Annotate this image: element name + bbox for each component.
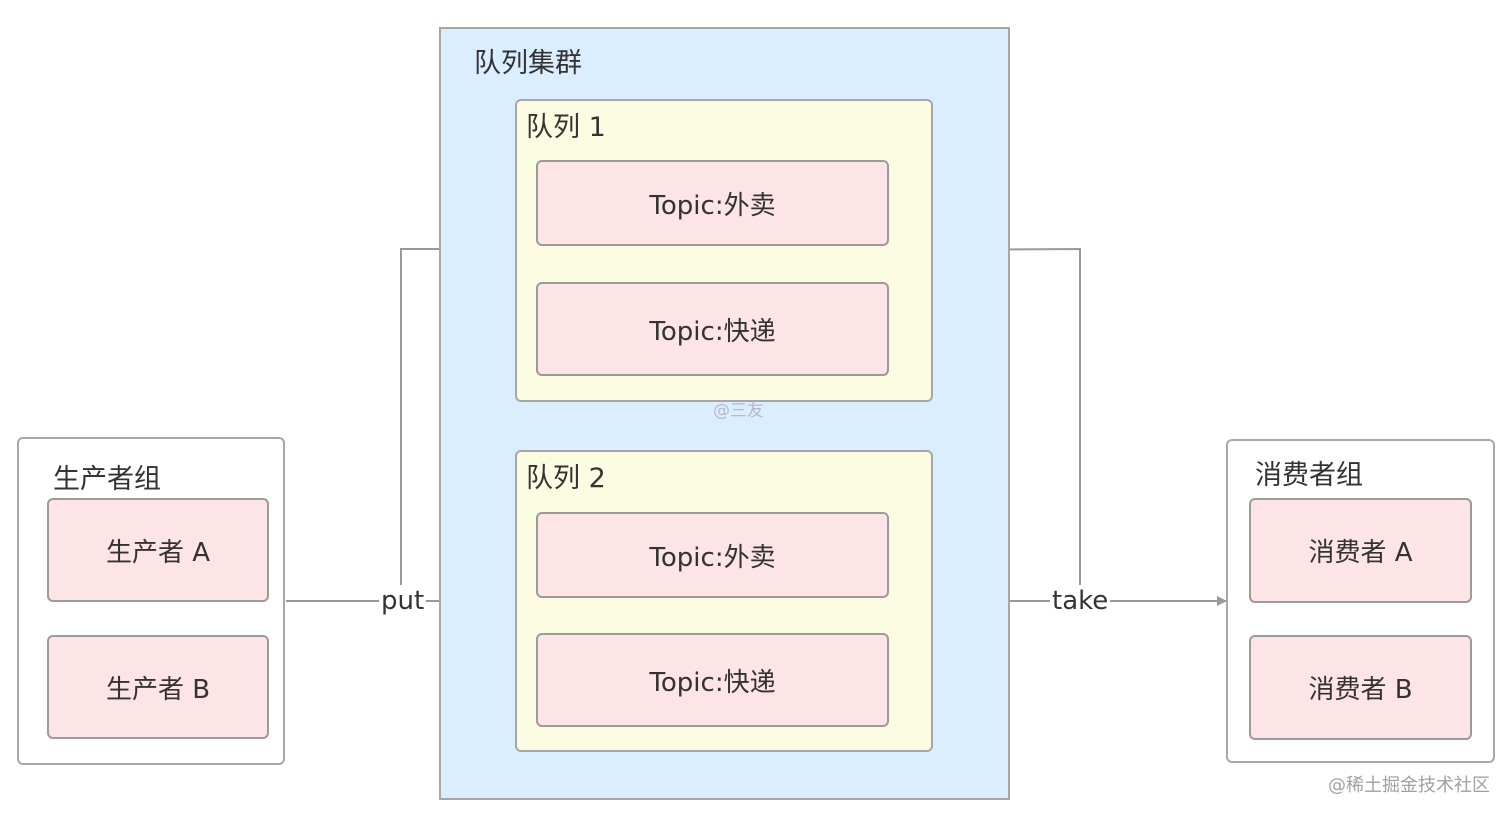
corner-watermark: @稀土掘金技术社区 [1328,775,1490,796]
producer-group-title: 生产者组 [53,464,161,495]
producer-node-b: 生产者 B [47,635,269,739]
queue-2-topic-takeout-label: Topic:外卖 [649,542,776,573]
consumer-group-title: 消费者组 [1255,460,1363,491]
queue-1-topic-express: Topic:快递 [536,282,889,376]
producer-group: 生产者组 生产者 A 生产者 B [17,437,285,765]
queue-1-topic-express-label: Topic:快递 [649,316,776,347]
queue-2-topic-takeout: Topic:外卖 [536,512,889,598]
consumer-group: 消费者组 消费者 A 消费者 B [1226,439,1495,763]
queue-cluster-title: 队列集群 [474,48,582,79]
take-edge-label: take [1050,585,1111,617]
producer-node-a: 生产者 A [47,498,269,602]
queue-1-topic-takeout-label: Topic:外卖 [649,190,776,221]
consumer-node-b: 消费者 B [1249,635,1472,740]
queue-2: 队列 2 Topic:外卖 Topic:快递 [515,450,933,752]
producer-node-a-label: 生产者 A [105,537,211,568]
producer-node-b-label: 生产者 B [105,674,211,705]
queue-1-topic-takeout: Topic:外卖 [536,160,889,246]
queue-1: 队列 1 Topic:外卖 Topic:快递 [515,99,933,402]
center-watermark: @三友 [713,401,764,421]
queue-2-title: 队列 2 [526,463,606,494]
consumer-node-a-label: 消费者 A [1308,538,1413,568]
queue-2-topic-express-label: Topic:快递 [649,667,776,698]
queue-2-topic-express: Topic:快递 [536,633,889,727]
consumer-node-b-label: 消费者 B [1308,675,1413,705]
consumer-node-a: 消费者 A [1249,498,1472,603]
put-edge-label: put [379,585,427,617]
queue-1-title: 队列 1 [526,112,606,143]
